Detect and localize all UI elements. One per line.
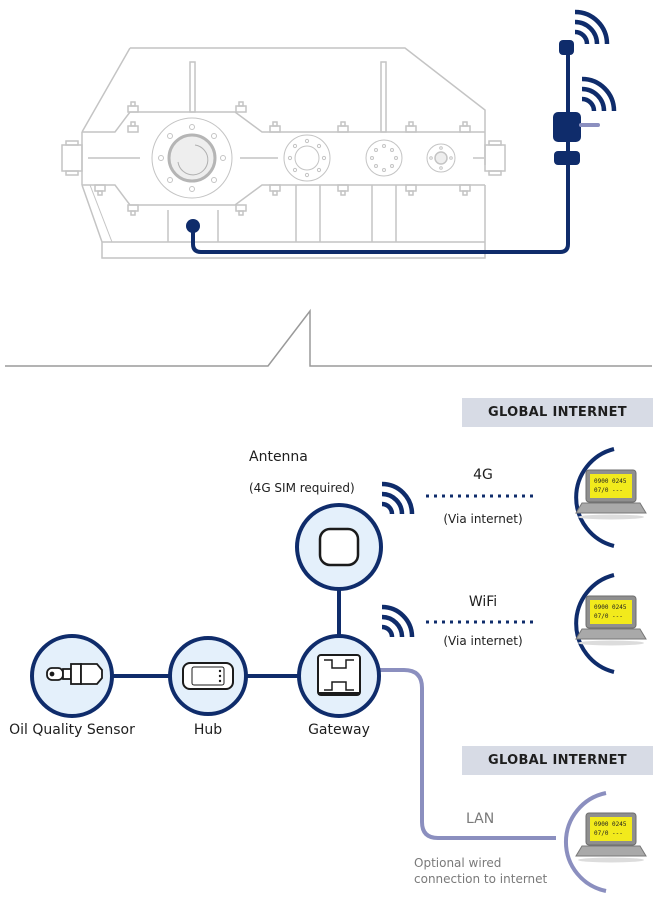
internet-arc-4g [574, 447, 615, 548]
oil-sensor-icon [46, 663, 103, 685]
lan-note-line1: Optional wired [414, 856, 502, 870]
mount-clamp [554, 151, 580, 165]
wifi-note: (Via internet) [443, 634, 523, 648]
4g-note: (Via internet) [443, 512, 523, 526]
bolts-top [127, 101, 471, 133]
node-sensor[interactable] [30, 634, 114, 718]
antenna-note: (4G SIM required) [249, 481, 355, 495]
gateway-label: Gateway [308, 722, 370, 738]
wifi-signal-icon [574, 9, 610, 45]
4g-label: 4G [473, 467, 493, 483]
lan-label: LAN [466, 811, 495, 827]
hub-label: Hub [193, 722, 223, 738]
lan-cable [378, 668, 556, 840]
laptop-screen-line2: 07/0 --- [594, 613, 623, 620]
antenna-icon [318, 527, 360, 567]
internet-arc-lan [563, 791, 607, 893]
node-gateway[interactable] [297, 634, 381, 718]
laptop-screen-line1: 0900 0245 [594, 821, 627, 828]
gearbox-illustration [61, 47, 506, 259]
wifi-label: WiFi [468, 594, 498, 610]
gateway-box [553, 112, 581, 142]
hub-icon [182, 662, 234, 690]
gateway-icon [317, 654, 361, 696]
internet-arc-wifi [574, 573, 615, 674]
wifi-signal-icon [381, 481, 415, 515]
section-divider [5, 308, 652, 367]
laptop-screen-line1: 0900 0245 [594, 478, 627, 485]
bolts-bottom [94, 184, 471, 216]
laptop-icon: 0900 0245 07/0 --- [575, 812, 647, 863]
sensor-label: Oil Quality Sensor [9, 722, 135, 738]
node-hub[interactable] [168, 636, 248, 716]
laptop-icon: 0900 0245 07/0 --- [575, 469, 647, 520]
node-antenna[interactable] [295, 503, 383, 591]
antenna-label: Antenna [249, 449, 308, 465]
wifi-signal-icon [381, 604, 415, 638]
laptop-icon: 0900 0245 07/0 --- [575, 595, 647, 646]
global-internet-banner-top: GLOBAL INTERNET [462, 398, 653, 427]
antenna-mast [553, 9, 617, 165]
laptop-screen-line2: 07/0 --- [594, 830, 623, 837]
laptop-screen-line2: 07/0 --- [594, 487, 623, 494]
laptop-screen-line1: 0900 0245 [594, 604, 627, 611]
global-internet-banner-bottom: GLOBAL INTERNET [462, 746, 653, 775]
sensor-cable [186, 48, 570, 254]
antenna-tip [559, 40, 574, 55]
lan-note-line2: connection to internet [414, 872, 548, 886]
wifi-signal-icon [581, 76, 617, 112]
